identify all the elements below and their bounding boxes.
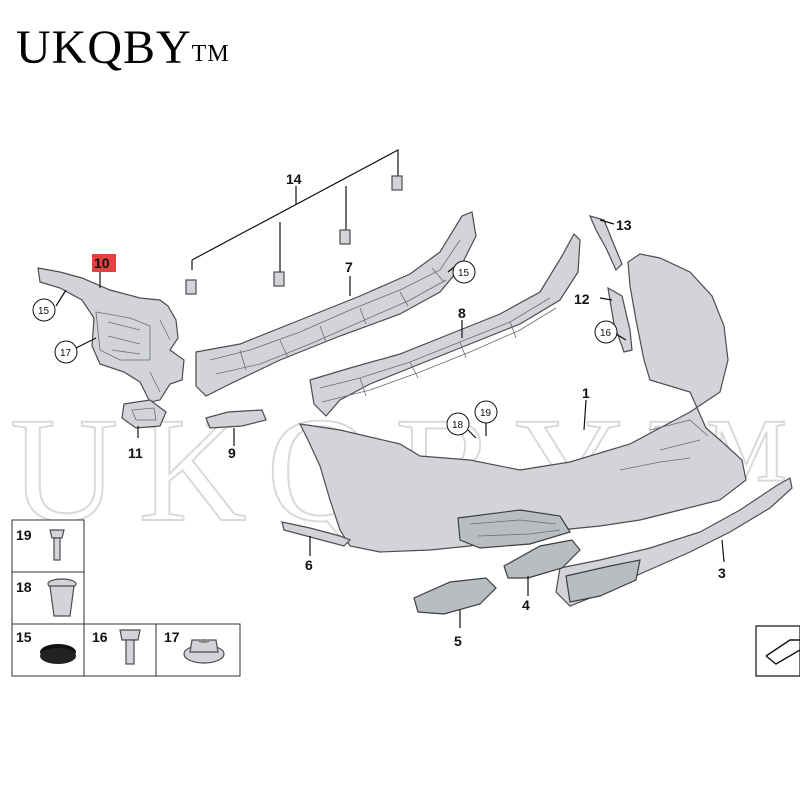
callout-3: 3: [718, 565, 726, 581]
callout-6: 6: [305, 557, 313, 573]
part-12-strip: [607, 286, 633, 353]
part-1-bumper-cover: [298, 253, 747, 553]
fastener-16-label: 16: [92, 629, 108, 645]
orientation-icon: [755, 625, 800, 677]
callout-7: 7: [345, 259, 353, 275]
part-13-strip: [588, 215, 623, 272]
callout-17: 17: [60, 348, 72, 359]
part-3-diffuser: [555, 477, 793, 607]
part-5-tip: [413, 577, 497, 615]
callout-10: 10: [94, 255, 110, 271]
part-10-bracket: [37, 267, 185, 403]
callout-1: 1: [582, 385, 590, 401]
part-6-trim: [281, 521, 352, 547]
callout-11: 11: [128, 445, 143, 461]
part-11-mount: [121, 399, 167, 429]
fastener-18-label: 18: [16, 579, 32, 595]
callout-labels: 10 14 7 8 1 11 9 6 3 4 5 12 13 15 17 15 …: [32, 171, 726, 649]
part-9-bracket: [205, 409, 267, 429]
callout-16: 16: [600, 328, 612, 339]
callout-5: 5: [454, 633, 462, 649]
trademark-mark: TM: [191, 41, 230, 67]
brand-logo: UKQBYTM: [16, 18, 230, 78]
callout-13: 13: [616, 217, 632, 233]
brand-name: UKQBY: [16, 21, 192, 74]
fastener-17-label: 17: [164, 629, 180, 645]
fastener-table: 19 18 15 16 17: [11, 519, 241, 677]
bolt-16-icon: [119, 629, 141, 665]
fastener-19-label: 19: [16, 527, 32, 543]
callout-15-left: 15: [38, 306, 50, 317]
part-7-carrier: [195, 211, 477, 397]
callout-12: 12: [574, 291, 590, 307]
washer-15-icon: [40, 644, 76, 664]
plug-18-icon: [47, 578, 77, 617]
callout-9: 9: [228, 445, 236, 461]
part-14-clips: [185, 148, 403, 295]
fastener-15-label: 15: [16, 629, 32, 645]
callout-8: 8: [458, 305, 466, 321]
callout-19: 19: [480, 408, 492, 419]
callout-4: 4: [522, 597, 530, 613]
part-4-tip: [503, 539, 581, 579]
callout-18: 18: [452, 420, 464, 431]
callout-10-highlight: [92, 254, 116, 272]
screw-19-icon: [49, 529, 65, 561]
callout-15-right: 15: [458, 268, 470, 279]
nut-17-icon: [183, 639, 225, 664]
part-8-carrier: [309, 233, 581, 417]
callout-14: 14: [286, 171, 302, 187]
